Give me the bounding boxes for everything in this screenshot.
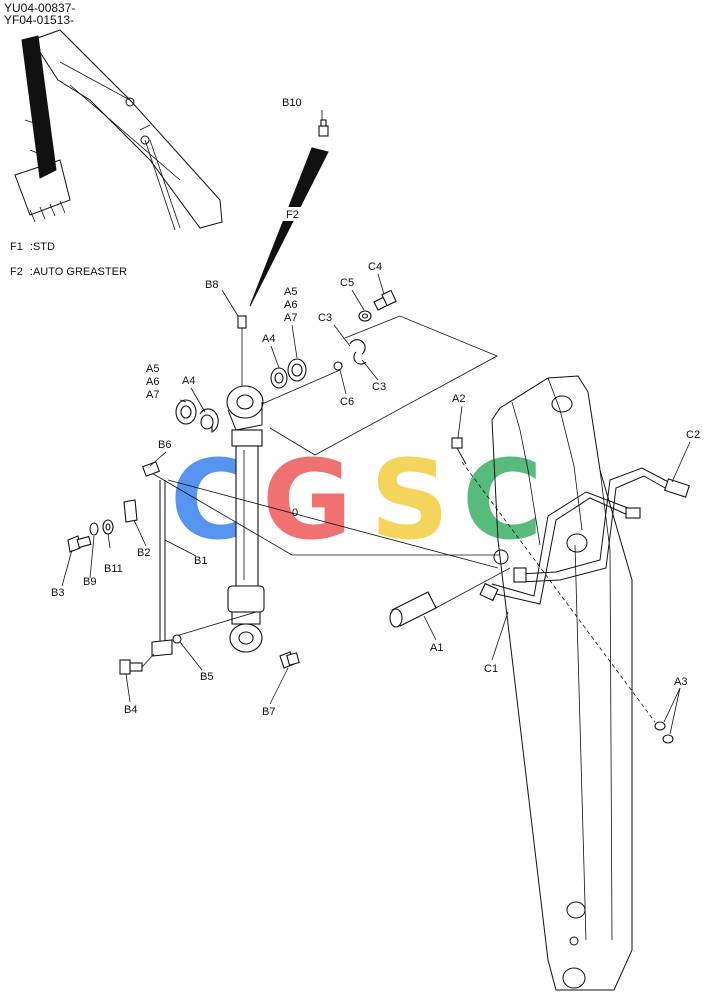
callout-f2: F2 — [286, 209, 299, 221]
callout-b11: B11 — [104, 563, 123, 575]
callout-a7: A7 — [284, 312, 297, 324]
callout-b7: B7 — [262, 706, 275, 718]
excavator-overview — [14, 29, 223, 231]
pin-group-a — [389, 437, 674, 744]
serial-number-2: YF04-01513- — [4, 13, 75, 27]
bracket-group-b — [67, 461, 300, 675]
auto-greaster-line-f2 — [249, 147, 329, 307]
callout-b8: B8 — [205, 279, 218, 291]
callout-c1: C1 — [484, 663, 498, 675]
callout-b6: B6 — [158, 439, 171, 451]
callout-b9: B9 — [83, 576, 96, 588]
serial-number-1: YU04-00837- — [4, 1, 76, 15]
f2-label-bg — [283, 207, 303, 221]
arm-cylinder — [226, 315, 265, 653]
callout-b5: B5 — [200, 671, 213, 683]
legend-sep: : — [29, 241, 33, 253]
callout-c3: C3 — [372, 381, 386, 393]
leader-lines — [149, 369, 656, 723]
callout-c3: C3 — [318, 312, 332, 324]
callout-c5: C5 — [340, 277, 354, 289]
callout-labels: B10 F2 B8 A5 A6 A7 A4 A5 A6 A7 A4 C4 C5 … — [51, 97, 700, 718]
callout-b3: B3 — [51, 587, 64, 599]
watermark-letter: G — [262, 436, 352, 564]
callout-c4: C4 — [368, 261, 382, 273]
legend-text: AUTO GREASTER — [32, 266, 127, 278]
callout-a5: A5 — [146, 363, 159, 375]
callout-b2: B2 — [137, 547, 150, 559]
legend-item-f1: F1 :STD — [10, 241, 55, 253]
callout-c2: C2 — [686, 429, 700, 441]
grease-fitting-b10 — [318, 119, 329, 137]
legend-text: STD — [32, 241, 55, 253]
callout-a4: A4 — [262, 333, 275, 345]
arm-structure — [491, 375, 633, 991]
callout-a7: A7 — [146, 389, 159, 401]
callout-a6: A6 — [284, 299, 297, 311]
washer-set-left — [175, 399, 219, 433]
callout-b4: B4 — [124, 704, 137, 716]
callout-c6: C6 — [340, 396, 354, 408]
watermark: C G S C — [170, 436, 543, 564]
callout-a1: A1 — [430, 642, 443, 654]
legend-code: F2 — [10, 266, 23, 278]
callout-a2: A2 — [452, 393, 465, 405]
callout-a3: A3 — [674, 676, 687, 688]
callout-a5: A5 — [284, 286, 297, 298]
callout-leaders — [61, 110, 691, 735]
callout-a6: A6 — [146, 376, 159, 388]
callout-b10: B10 — [282, 97, 302, 109]
watermark-letter: C — [462, 436, 543, 564]
legend-sep: : — [29, 266, 33, 278]
callout-a4: A4 — [182, 375, 195, 387]
legend-item-f2: F2 :AUTO GREASTER — [10, 266, 127, 278]
clamp-group-c — [269, 289, 498, 456]
callout-b1: B1 — [194, 555, 207, 567]
callout-zero: 0 — [292, 507, 298, 519]
washer-set-right — [270, 358, 307, 389]
legend-code: F1 — [10, 241, 23, 253]
watermark-letter: S — [370, 436, 449, 564]
hose-group-c — [479, 467, 691, 605]
